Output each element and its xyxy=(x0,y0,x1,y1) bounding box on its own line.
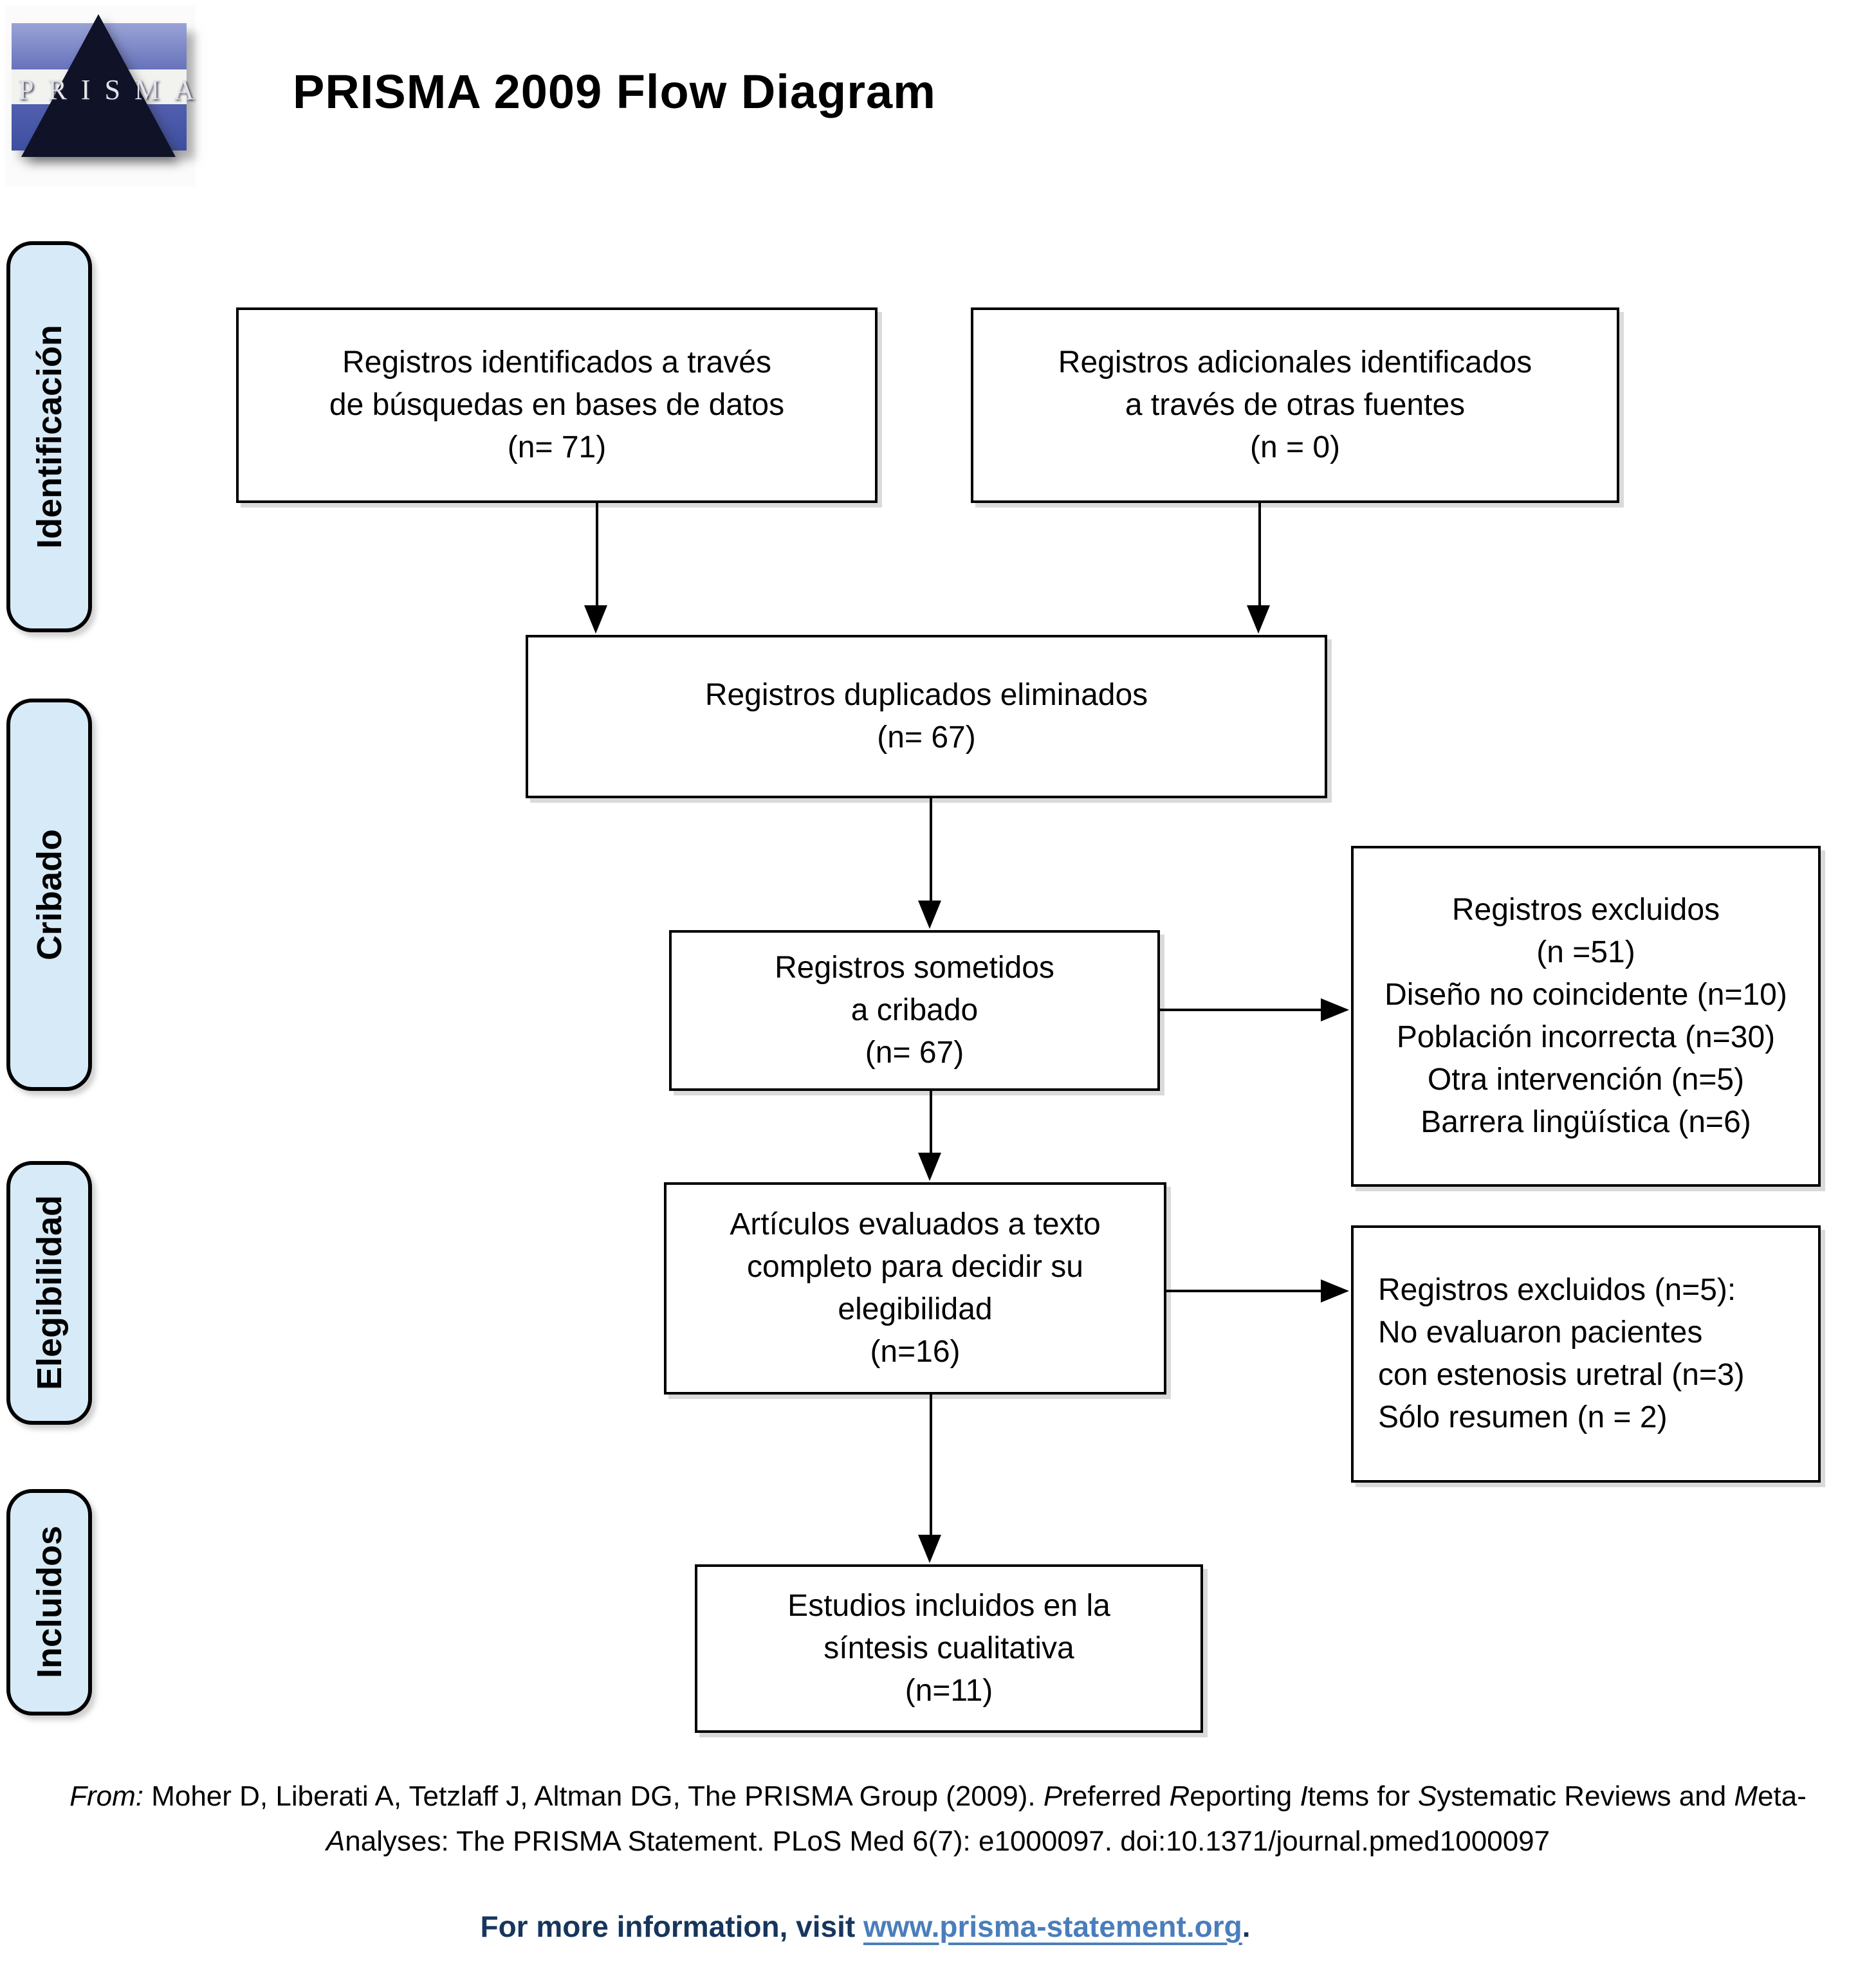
footer-info-prefix: For more information, visit xyxy=(480,1910,863,1943)
arrow-line-screened-to-excluded xyxy=(1160,1009,1322,1011)
flow-box-records-excluded-fulltext: Registros excluidos (n=5): No evaluaron … xyxy=(1351,1225,1821,1483)
flow-box-records-screened: Registros sometidos a cribado (n= 67) xyxy=(669,930,1160,1091)
flow-box-fulltext-assessed: Artículos evaluados a texto completo par… xyxy=(664,1182,1166,1395)
stage-label-text: Elegibilidad xyxy=(30,1195,69,1391)
flow-box-studies-included: Estudios incluidos en la síntesis cualit… xyxy=(695,1564,1203,1733)
arrow-line-db-to-duplicates xyxy=(596,503,598,606)
flow-box-records-identified-databases: Registros identificados a través de búsq… xyxy=(236,307,878,503)
stage-label-text: Incluidos xyxy=(30,1526,69,1679)
arrowhead-down-icon xyxy=(1247,605,1270,634)
stage-label-text: Cribado xyxy=(30,828,69,960)
citation-from-label: From: xyxy=(69,1780,143,1812)
arrow-line-screened-to-fulltext xyxy=(930,1091,932,1155)
prisma-logo-text: PRISMA xyxy=(18,74,208,105)
flow-box-records-excluded-screening: Registros excluidos (n =51) Diseño no co… xyxy=(1351,846,1821,1187)
flow-box-duplicates-removed: Registros duplicados eliminados (n= 67) xyxy=(526,635,1327,798)
arrow-line-fulltext-to-included xyxy=(930,1395,932,1536)
arrowhead-down-icon xyxy=(918,1153,941,1181)
arrowhead-right-icon xyxy=(1321,1279,1349,1303)
citation-text: Moher D, Liberati A, Tetzlaff J, Altman … xyxy=(143,1780,1807,1857)
arrowhead-right-icon xyxy=(1321,998,1349,1021)
arrowhead-down-icon xyxy=(918,901,941,929)
footer-info-suffix: . xyxy=(1242,1910,1251,1943)
arrow-line-fulltext-to-excluded xyxy=(1166,1290,1322,1292)
arrowhead-down-icon xyxy=(584,605,607,634)
prisma-statement-link[interactable]: www.prisma-statement.org xyxy=(863,1910,1242,1943)
prisma-logo: PRISMA xyxy=(5,5,196,187)
footer-info-line: For more information, visit www.prisma-s… xyxy=(106,1909,1624,1944)
stage-label-incluidos: Incluidos xyxy=(6,1489,92,1715)
prisma-logo-pyramid-icon xyxy=(21,14,176,157)
stage-label-text: Identificación xyxy=(30,324,69,549)
arrow-line-other-to-duplicates xyxy=(1258,503,1261,606)
stage-label-elegibilidad: Elegibilidad xyxy=(6,1161,92,1425)
citation: From: Moher D, Liberati A, Tetzlaff J, A… xyxy=(12,1774,1864,1864)
flow-box-records-other-sources: Registros adicionales identificados a tr… xyxy=(971,307,1619,503)
stage-label-identificacion: Identificación xyxy=(6,241,92,632)
stage-label-cribado: Cribado xyxy=(6,699,92,1091)
arrowhead-down-icon xyxy=(918,1535,941,1563)
page-title: PRISMA 2009 Flow Diagram xyxy=(293,65,936,118)
arrow-line-duplicates-to-screened xyxy=(930,798,932,901)
